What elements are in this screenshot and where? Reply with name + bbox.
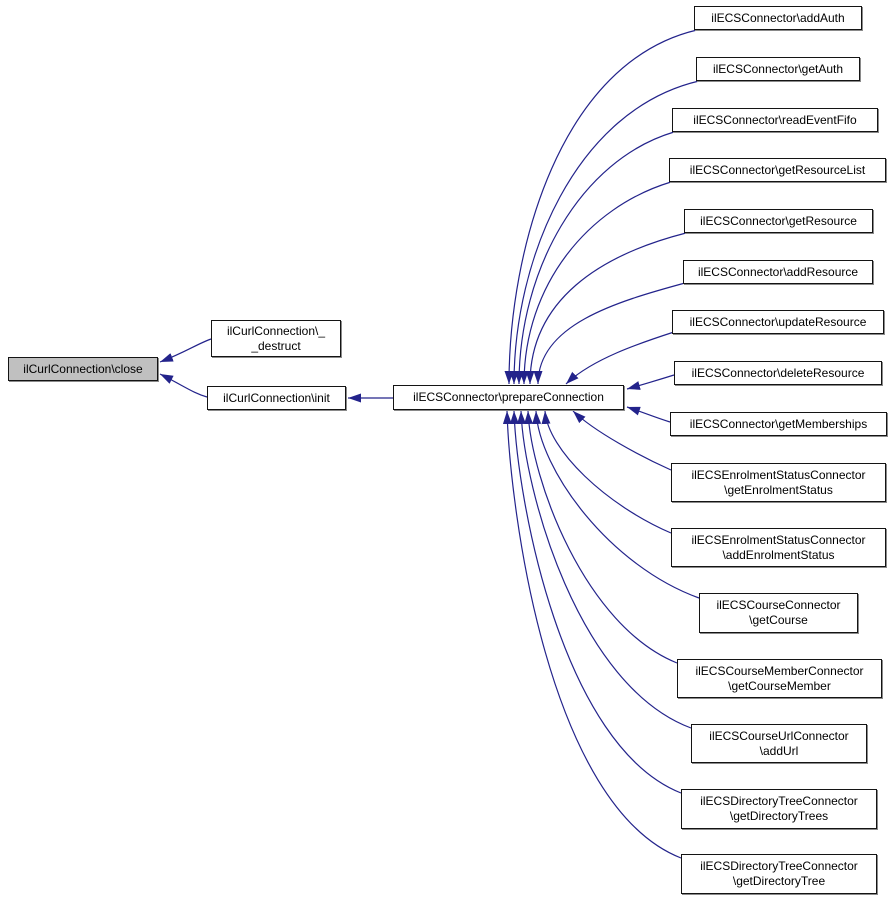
edge-getresource-to-prepareconnection <box>525 232 687 385</box>
node-ilecsdirectorytreeconnector-getdirectorytrees[interactable]: ilECSDirectoryTreeConnector \getDirector… <box>681 789 877 829</box>
node-ilecscourseurlconnector-addurl[interactable]: ilECSCourseUrlConnector \addUrl <box>691 724 867 763</box>
node-ilecsconnector-getresourcelist[interactable]: ilECSConnector\getResourceList <box>669 158 886 182</box>
node-label: ilECSConnector\getAuth <box>712 61 844 76</box>
node-label: ilECSConnector\getMemberships <box>689 416 868 431</box>
node-ilecscourseconnector-getcourse[interactable]: ilECSCourseConnector \getCourse <box>699 593 858 633</box>
node-label-line2: \getCourse <box>749 613 808 627</box>
node-label: ilECSCourseConnector <box>716 598 841 612</box>
node-label: ilECSConnector\addResource <box>697 264 859 279</box>
node-label-line2: \getDirectoryTrees <box>729 809 829 823</box>
edge-addurl-to-prepareconnection <box>517 410 692 729</box>
node-ilecsdirectorytreeconnector-getdirectorytree[interactable]: ilECSDirectoryTreeConnector \getDirector… <box>681 854 877 894</box>
node-label: ilECSConnector\getResourceList <box>689 162 866 177</box>
node-ilecsconnector-getresource[interactable]: ilECSConnector\getResource <box>684 209 873 233</box>
edge-getresourcelist-to-prepareconnection <box>519 181 672 385</box>
edge-getcoursemember-to-prepareconnection <box>524 410 678 664</box>
edge-readeventfifo-to-prepareconnection <box>514 131 675 385</box>
node-label: ilECSConnector\readEventFifo <box>693 112 857 127</box>
node-label: ilECSConnector\addAuth <box>711 10 845 25</box>
node-label-line2: \getEnrolmentStatus <box>724 482 833 497</box>
node-label: ilECSDirectoryTreeConnector <box>700 794 858 808</box>
node-label-line2: \addUrl <box>759 743 799 758</box>
edge-getenrolmentstatus-to-prepareconnection <box>572 410 672 471</box>
node-label-line2: \getCourseMember <box>728 678 831 693</box>
edge-getcourse-to-prepareconnection <box>532 410 700 599</box>
node-label: ilCurlConnection\_ <box>226 323 326 338</box>
node-label: ilECSConnector\getResource <box>700 213 857 228</box>
edge-addenrolmentstatus-to-prepareconnection <box>541 410 672 534</box>
node-ilecsconnector-getauth[interactable]: ilECSConnector\getAuth <box>696 57 860 81</box>
node-ilcurlconnection-close: ilCurlConnection\close <box>8 357 158 381</box>
edge-getdirectorytrees-to-prepareconnection <box>509 410 682 794</box>
edge-addresource-to-prepareconnection <box>533 282 686 385</box>
edge-getdirectorytree-to-prepareconnection <box>502 410 682 859</box>
node-label: ilECSCourseMemberConnector <box>695 663 864 678</box>
edge-updateresource-to-prepareconnection <box>565 331 675 385</box>
node-ilcurlconnection-init[interactable]: ilCurlConnection\init <box>207 386 346 410</box>
node-ilecsconnector-deleteresource[interactable]: ilECSConnector\deleteResource <box>674 361 882 385</box>
node-label: ilCurlConnection\init <box>223 390 330 405</box>
node-label: ilECSConnector\deleteResource <box>691 365 865 380</box>
node-label: ilECSCourseUrlConnector <box>709 728 849 743</box>
node-label: ilECSEnrolmentStatusConnector <box>691 467 866 482</box>
node-ilecsconnector-addauth[interactable]: ilECSConnector\addAuth <box>694 6 862 30</box>
node-ilecsenrolmentstatusconnector-addenrolmentstatus[interactable]: ilECSEnrolmentStatusConnector \addEnrolm… <box>671 528 886 567</box>
edge-getmemberships-to-prepareconnection <box>626 406 671 423</box>
node-label: ilECSEnrolmentStatusConnector <box>691 532 866 547</box>
edge-init-to-close <box>159 373 208 398</box>
node-label: ilECSConnector\updateResource <box>689 314 867 329</box>
edge-destruct-to-close <box>159 338 212 363</box>
node-ilecsconnector-addresource[interactable]: ilECSConnector\addResource <box>683 260 873 284</box>
edge-addauth-to-prepareconnection <box>504 29 698 385</box>
node-ilcurlconnection-destruct[interactable]: ilCurlConnection\_ _destruct <box>211 320 341 357</box>
node-label: ilECSDirectoryTreeConnector <box>700 859 858 873</box>
node-ilecscoursememberconnector-getcoursemember[interactable]: ilECSCourseMemberConnector \getCourseMem… <box>677 659 882 698</box>
node-label-line2: \addEnrolmentStatus <box>722 547 835 562</box>
edge-deleteresource-to-prepareconnection <box>626 374 675 390</box>
node-ilecsconnector-getmemberships[interactable]: ilECSConnector\getMemberships <box>670 412 887 436</box>
edge-getauth-to-prepareconnection <box>509 80 700 385</box>
node-ilecsenrolmentstatusconnector-getenrolmentstatus[interactable]: ilECSEnrolmentStatusConnector \getEnrolm… <box>671 463 886 502</box>
node-ilecsconnector-readeventfifo[interactable]: ilECSConnector\readEventFifo <box>672 108 878 132</box>
node-label: ilECSConnector\prepareConnection <box>413 390 604 404</box>
node-label-line2: \getDirectoryTree <box>732 874 826 888</box>
node-label: ilCurlConnection\close <box>23 361 143 376</box>
node-label-line2: _destruct <box>251 338 301 353</box>
node-ilecsconnector-prepareconnection[interactable]: ilECSConnector\prepareConnection <box>393 385 624 410</box>
node-ilecsconnector-updateresource[interactable]: ilECSConnector\updateResource <box>672 310 884 334</box>
